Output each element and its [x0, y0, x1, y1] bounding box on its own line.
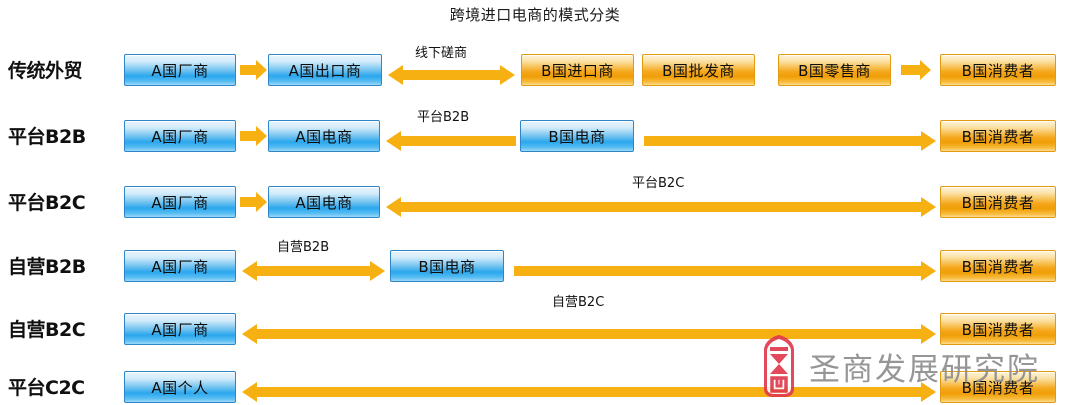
- node-row1-a-manufacturer[interactable]: A国厂商: [124, 54, 236, 86]
- node-row6-b-consumer[interactable]: B国消费者: [940, 371, 1056, 403]
- node-row5-b-consumer[interactable]: B国消费者: [940, 313, 1056, 345]
- node-row1-b-wholesaler[interactable]: B国批发商: [642, 54, 755, 86]
- node-row3-b-consumer[interactable]: B国消费者: [940, 186, 1056, 218]
- node-row6-a-individual[interactable]: A国个人: [124, 371, 236, 403]
- arrow-label-row1-offline-negotiation: 线下磋商: [415, 46, 468, 61]
- node-row3-a-ecommerce[interactable]: A国电商: [268, 186, 380, 218]
- node-row2-b-consumer[interactable]: B国消费者: [940, 120, 1056, 152]
- node-row2-a-manufacturer[interactable]: A国厂商: [124, 120, 236, 152]
- node-row2-a-ecommerce[interactable]: A国电商: [268, 120, 380, 152]
- node-row1-b-retailer[interactable]: B国零售商: [778, 54, 891, 86]
- arrow-label-row3-platform-b2c: 平台B2C: [632, 176, 685, 191]
- arrow-label-row4-self-b2b: 自营B2B: [277, 240, 330, 255]
- row-label-platform-b2b: 平台B2B: [8, 126, 86, 148]
- node-row4-b-ecommerce[interactable]: B国电商: [390, 250, 504, 282]
- node-row4-b-consumer[interactable]: B国消费者: [940, 250, 1056, 282]
- arrow-label-row5-self-b2c: 自营B2C: [552, 295, 605, 310]
- row-label-self-operated-b2b: 自营B2B: [8, 256, 86, 278]
- row-label-traditional-trade: 传统外贸: [8, 60, 83, 82]
- arrow-row1-1: [240, 60, 267, 80]
- sheng-shang-seal-logo-icon: [757, 333, 801, 399]
- arrow-row2-1: [240, 126, 267, 146]
- watermark: 圣商发展研究院: [757, 333, 1040, 399]
- node-row1-b-consumer[interactable]: B国消费者: [940, 54, 1056, 86]
- arrow-row3-1: [240, 192, 267, 212]
- node-row1-b-importer[interactable]: B国进口商: [521, 54, 634, 86]
- arrow-label-row2-platform-b2b: 平台B2B: [417, 110, 470, 125]
- node-row3-a-manufacturer[interactable]: A国厂商: [124, 186, 236, 218]
- row-label-self-operated-b2c: 自营B2C: [8, 319, 86, 341]
- node-row1-a-exporter[interactable]: A国出口商: [268, 54, 382, 86]
- row-label-platform-c2c: 平台C2C: [8, 377, 85, 399]
- watermark-text: 圣商发展研究院: [809, 351, 1040, 388]
- arrow-row1-2: [901, 60, 931, 80]
- row-label-platform-b2c: 平台B2C: [8, 192, 86, 214]
- page-title: 跨境进口电商的模式分类: [449, 6, 621, 24]
- node-row5-a-manufacturer[interactable]: A国厂商: [124, 313, 236, 345]
- node-row4-a-manufacturer[interactable]: A国厂商: [124, 250, 236, 282]
- node-row2-b-ecommerce[interactable]: B国电商: [520, 120, 634, 152]
